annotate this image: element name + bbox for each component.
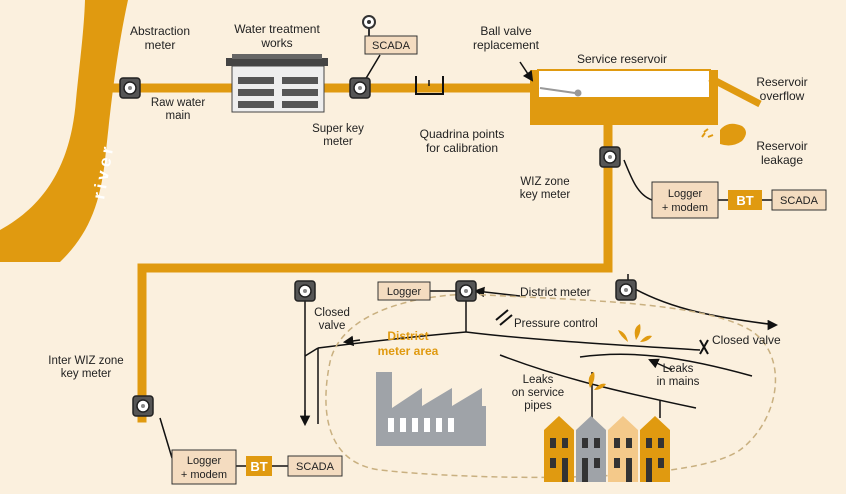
dma-label-line2: meter area <box>378 344 439 358</box>
label-arrows <box>299 61 779 427</box>
meter-right-icon <box>615 279 637 301</box>
wiz-zone-key-meter-icon <box>599 146 621 168</box>
scada-right-label: SCADA <box>780 195 819 207</box>
reservoir-overflow-label-1: Reservoir <box>756 75 807 89</box>
inter-wiz-zone-label-1: Inter WIZ zone <box>48 355 123 367</box>
service-reservoir <box>530 69 762 146</box>
dma-label-line1: District <box>387 329 428 343</box>
super-key-meter-label-1: Super key <box>312 123 364 135</box>
ball-valve-label-2: replacement <box>473 38 540 52</box>
raw-water-main-label-2: main <box>166 110 191 122</box>
wiz-zone-key-meter-label-1: WIZ zone <box>520 176 569 188</box>
scada-bottom-label: SCADA <box>296 461 335 473</box>
quadrina-label-1: Quadrina points <box>420 127 505 141</box>
reservoir-overflow-label-2: overflow <box>760 89 805 103</box>
raw-water-main-label-1: Raw water <box>151 97 205 109</box>
leaks-service-pipes-label-3: pipes <box>524 400 552 412</box>
river-shape <box>0 0 128 262</box>
leaks-in-mains-label-2: in mains <box>657 376 700 388</box>
closed-valve-right-label: Closed valve <box>712 333 781 347</box>
abstraction-meter-label-2: meter <box>145 38 176 52</box>
logger-modem-right-line1: Logger <box>668 188 703 200</box>
scada-right-box <box>771 189 827 211</box>
scada-bottom-box <box>287 455 343 477</box>
factory-icon <box>376 372 486 446</box>
scada-box-top-label: SCADA <box>372 40 411 52</box>
treatment-works-label-2: works <box>260 36 292 50</box>
abstraction-meter-label-1: Abstraction <box>130 24 190 38</box>
district-meter-icon <box>455 280 477 302</box>
logger-mid-label: Logger <box>387 286 422 298</box>
leaks-in-mains-label-1: Leaks <box>663 363 694 375</box>
bt-bottom-box <box>246 456 272 476</box>
inter-wiz-zone-key-meter-icon <box>132 395 154 417</box>
logger-modem-right-box <box>651 181 719 219</box>
logger-modem-bottom-line1: Logger <box>187 455 222 467</box>
bt-right-box <box>728 190 762 210</box>
pressure-control-label: Pressure control <box>514 318 598 330</box>
closed-valve-meter-icon <box>294 280 316 302</box>
main-pipes <box>100 83 613 423</box>
service-reservoir-label: Service reservoir <box>577 52 667 66</box>
inter-wiz-zone-label-2: key meter <box>61 368 112 380</box>
closed-valve-left-label-2: valve <box>319 320 346 332</box>
leak-icons <box>588 324 652 390</box>
ball-valve-label-1: Ball valve <box>480 24 532 38</box>
abstraction-meter-icon <box>119 77 141 99</box>
bt-right-label: BT <box>736 193 753 208</box>
district-meter-label: District meter <box>520 285 591 299</box>
super-key-meter-label-2: meter <box>323 136 353 148</box>
quadrina-points-icon <box>415 76 444 95</box>
bt-bottom-label: BT <box>250 459 267 474</box>
leaks-service-pipes-label-2: on service <box>512 387 564 399</box>
super-key-meter-icon <box>349 77 371 99</box>
quadrina-label-2: for calibration <box>426 141 498 155</box>
valve-marks <box>495 309 709 355</box>
district-meter-area-boundary <box>325 293 777 479</box>
logger-modem-bottom-box <box>171 449 237 485</box>
closed-valve-left-label-1: Closed <box>314 307 350 319</box>
scada-box-top <box>364 35 418 55</box>
reservoir-leakage-label-1: Reservoir <box>756 139 807 153</box>
treatment-works-label-1: Water treatment <box>234 22 320 36</box>
logger-modem-right-line2: + modem <box>662 202 708 214</box>
wiz-zone-key-meter-label-2: key meter <box>520 189 571 201</box>
scada-antenna-icon <box>362 15 376 36</box>
logger-mid-box <box>377 281 431 301</box>
treatment-works-building <box>226 54 328 113</box>
leaks-service-pipes-label-1: Leaks <box>523 374 554 386</box>
logger-modem-bottom-line2: + modem <box>181 469 227 481</box>
reservoir-leakage-label-2: leakage <box>761 153 803 167</box>
houses-icon <box>544 416 670 482</box>
